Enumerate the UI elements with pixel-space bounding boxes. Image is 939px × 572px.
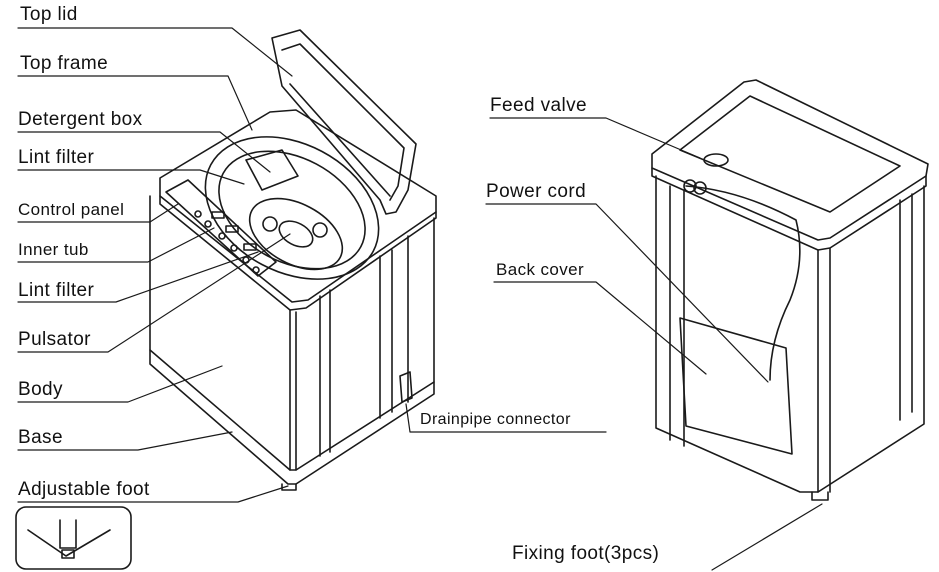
leader-feed-valve (489, 117, 701, 159)
leader-inner-tub (17, 227, 215, 263)
back-cover-shape (679, 317, 793, 455)
leader-drainpipe-connector (405, 403, 607, 433)
label-feed-valve: Feed valve (490, 95, 587, 116)
leader-body (17, 365, 223, 403)
label-top-lid: Top lid (20, 4, 78, 25)
leader-power-cord (485, 203, 769, 383)
leader-top-lid (17, 27, 293, 77)
rear-body-shape (655, 175, 925, 493)
label-drainpipe-connector: Drainpipe connector (420, 411, 571, 428)
base-shape (149, 349, 435, 485)
label-back-cover: Back cover (496, 260, 585, 279)
leader-back-cover (493, 281, 707, 375)
inner-tub-opening (204, 136, 380, 280)
leader-detergent-box (17, 131, 271, 173)
fixing-foot-shape (811, 491, 829, 501)
leader-adjustable-foot (17, 485, 289, 503)
top-lid-shape (271, 29, 417, 215)
label-lint-filter-2: Lint filter (18, 280, 95, 301)
leader-lines (17, 27, 823, 571)
detergent-box-shape (245, 149, 299, 191)
leader-base (17, 431, 233, 451)
label-base: Base (18, 427, 63, 448)
leader-control-panel (17, 203, 179, 223)
label-adjustable-foot: Adjustable foot (18, 479, 150, 500)
label-lint-filter-1: Lint filter (18, 147, 95, 168)
pulsator-shape (248, 197, 344, 271)
label-body: Body (18, 379, 63, 400)
power-cord-shape (685, 185, 801, 381)
leader-lint-filter-1 (17, 169, 245, 185)
leader-fixing-foot (711, 503, 823, 571)
label-top-frame: Top frame (20, 53, 109, 74)
front-machine-drawing (149, 29, 437, 491)
feed-valve-shape (703, 153, 729, 167)
label-fixing-foot: Fixing foot(3pcs) (512, 543, 660, 564)
adjustable-foot-inset (15, 506, 132, 570)
leader-lint-filter-2 (17, 251, 259, 303)
leader-pulsator (17, 233, 291, 353)
label-inner-tub: Inner tub (18, 240, 89, 259)
label-detergent-box: Detergent box (18, 109, 143, 130)
leader-top-frame (17, 75, 253, 131)
drainpipe-connector-shape (399, 371, 413, 403)
label-power-cord: Power cord (486, 181, 587, 202)
label-pulsator: Pulsator (18, 329, 91, 350)
label-control-panel: Control panel (18, 200, 125, 219)
control-panel-shape (165, 179, 277, 277)
adjustable-foot-shape (281, 483, 297, 491)
rear-machine-drawing (651, 79, 929, 501)
